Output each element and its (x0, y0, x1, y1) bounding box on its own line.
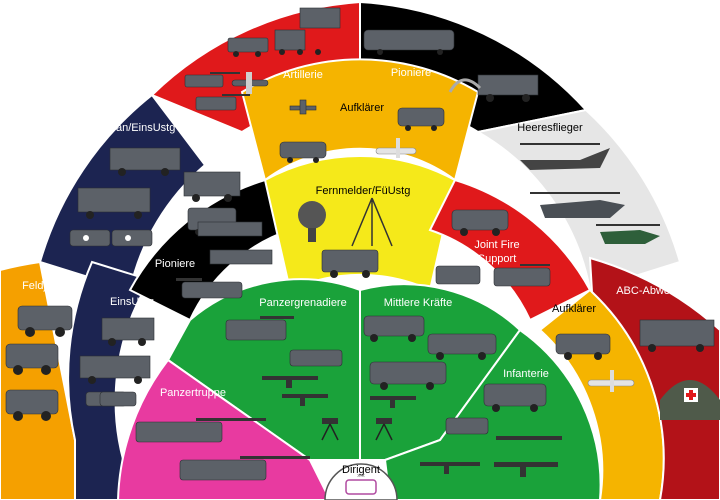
decon-tent-icon (660, 380, 720, 420)
label-infanterie: Infanterie (503, 368, 549, 380)
label-artillerie: Artillerie (283, 69, 323, 81)
recon-vehicle-icon-2 (279, 141, 327, 163)
rifle-icon-3 (420, 462, 480, 474)
ifv-icon (225, 316, 294, 341)
conductor-podium-icon (345, 479, 377, 495)
recon-vehicle-icon (397, 107, 445, 131)
label-san-einsustg: San/EinsUstg (109, 122, 176, 134)
light-tracked-icon (445, 417, 489, 435)
sector-infanterie (383, 328, 602, 500)
radar-dish-icon (298, 201, 326, 242)
ambulance-tracked-icon-2 (111, 229, 153, 247)
armored-car-icon (5, 343, 59, 375)
sector-abc-abwehr (588, 256, 720, 500)
label-aufklaerer-right: Aufklärer (552, 303, 596, 315)
ifv-icon-2 (289, 349, 343, 367)
heavy-truck-icon (477, 74, 539, 102)
antenna-mast-icon (351, 197, 393, 247)
podium-marks: ×× (357, 473, 365, 480)
fire-support-tank-icon (435, 265, 481, 285)
fire-support-vehicle-icon (451, 209, 509, 236)
recovery-truck-icon (109, 147, 181, 176)
nbc-truck-icon (639, 319, 715, 352)
infantry-apc-icon (483, 383, 547, 412)
attack-helicopter-icon (520, 143, 610, 170)
label-feldjaeger: Feldjäger (22, 280, 68, 292)
machine-gun-icon-2 (494, 462, 558, 477)
bridge-arch-icon (448, 78, 482, 93)
heavy-transport-icon (183, 171, 241, 202)
bridge-layer-icon (197, 221, 263, 237)
bridge-layer-icon-2 (209, 249, 273, 265)
sniper-rifle-icon (496, 436, 562, 440)
battle-tank-icon-2 (179, 456, 310, 481)
rifle-icon-2 (370, 396, 416, 408)
label-heeresflieger: Heeresflieger (517, 122, 583, 134)
armored-car-icon-2 (5, 389, 59, 421)
supply-truck-icon-2 (79, 355, 151, 384)
label-abc-abwehr: ABC-Abwehr (616, 285, 680, 297)
label-aufklaerer-top: Aufklärer (340, 102, 384, 114)
patrol-vehicle-icon (17, 305, 73, 337)
transport-truck-icon (77, 187, 151, 219)
sector-panzertruppe (116, 358, 332, 500)
rifle-icon (262, 376, 318, 388)
command-vehicle-icon (321, 249, 379, 278)
camo-apc-icon (369, 361, 447, 390)
label-pioniere-inner: Pioniere (155, 258, 195, 270)
label-dirigent: Dirigent (342, 464, 380, 476)
label-pioniere-outer: Pioniere (391, 67, 431, 79)
drone-icon (289, 99, 317, 115)
supply-truck-icon (101, 317, 155, 346)
label-joint-fire-2: Support (478, 253, 517, 265)
howitzer-icon-2 (195, 94, 250, 111)
transport-helicopter-icon (530, 192, 625, 218)
uav-icon-2 (587, 370, 635, 392)
rocket-launcher-icon (274, 7, 341, 55)
label-panzertruppe: Panzertruppe (160, 387, 226, 399)
bridge-vehicle-icon (363, 29, 455, 55)
fire-support-tank-icon-2 (493, 264, 551, 287)
machine-gun-icon (282, 394, 328, 406)
recon-vehicle-icon-3 (555, 333, 611, 360)
label-fernmelder: Fernmelder/FüUstg (316, 185, 411, 197)
label-panzergrenadiere: Panzergrenadiere (259, 297, 346, 309)
tracked-carrier-icon-2 (99, 391, 137, 407)
uav-icon (375, 138, 417, 158)
label-joint-fire-1: Joint Fire (474, 239, 519, 251)
vehicle-illustrations (5, 7, 720, 481)
aircraft-icon (231, 72, 269, 94)
atgm-tripod-icon-2 (375, 418, 393, 441)
sector-feldjaeger (0, 260, 76, 500)
label-mittlere-kraefte: Mittlere Kräfte (384, 297, 452, 309)
artillery-vehicle-icon (227, 37, 269, 57)
wheeled-apc-icon (363, 315, 425, 342)
sector-heeresflieger (475, 108, 682, 292)
engineer-tank-icon (176, 278, 243, 299)
light-helicopter-icon (596, 224, 660, 244)
wheeled-apc-icon-2 (427, 333, 497, 360)
battle-tank-icon (135, 418, 266, 443)
howitzer-icon (184, 72, 240, 88)
ambulance-tracked-icon (69, 229, 111, 247)
label-einsustg: EinsUstg (110, 296, 154, 308)
atgm-tripod-icon (321, 418, 339, 441)
